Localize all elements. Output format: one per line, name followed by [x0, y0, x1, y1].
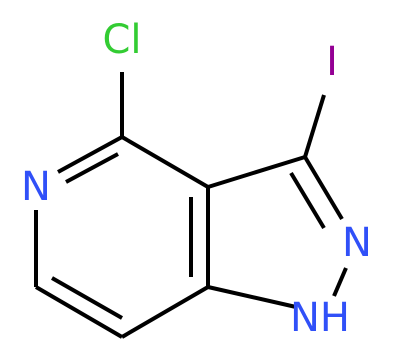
bond-n2-n1	[332, 267, 348, 297]
bond-c6-c7-double	[51, 276, 123, 320]
bond-c3a-c3	[207, 155, 306, 189]
atom-cl-label: Cl	[102, 17, 141, 63]
atom-n-pyrazole-label: N	[342, 220, 372, 266]
bond-c3-n2	[303, 155, 344, 221]
bonds	[34, 72, 348, 339]
bond-c3-n2-double	[289, 171, 326, 230]
bond-c3a-c4	[120, 135, 210, 189]
bond-c4-n5-double	[65, 152, 119, 184]
bond-n1-c7a	[207, 285, 297, 309]
bond-c3-i	[303, 94, 326, 158]
atom-labels: Cl I N N NH	[21, 17, 372, 341]
bond-c6-c7	[34, 285, 124, 339]
atom-nh-label: NH	[290, 295, 350, 341]
atom-i-label: I	[326, 39, 338, 85]
bond-c4-n5	[57, 135, 123, 174]
bond-c7-c7a	[120, 285, 210, 339]
atom-n-pyridine-label: N	[21, 164, 51, 210]
